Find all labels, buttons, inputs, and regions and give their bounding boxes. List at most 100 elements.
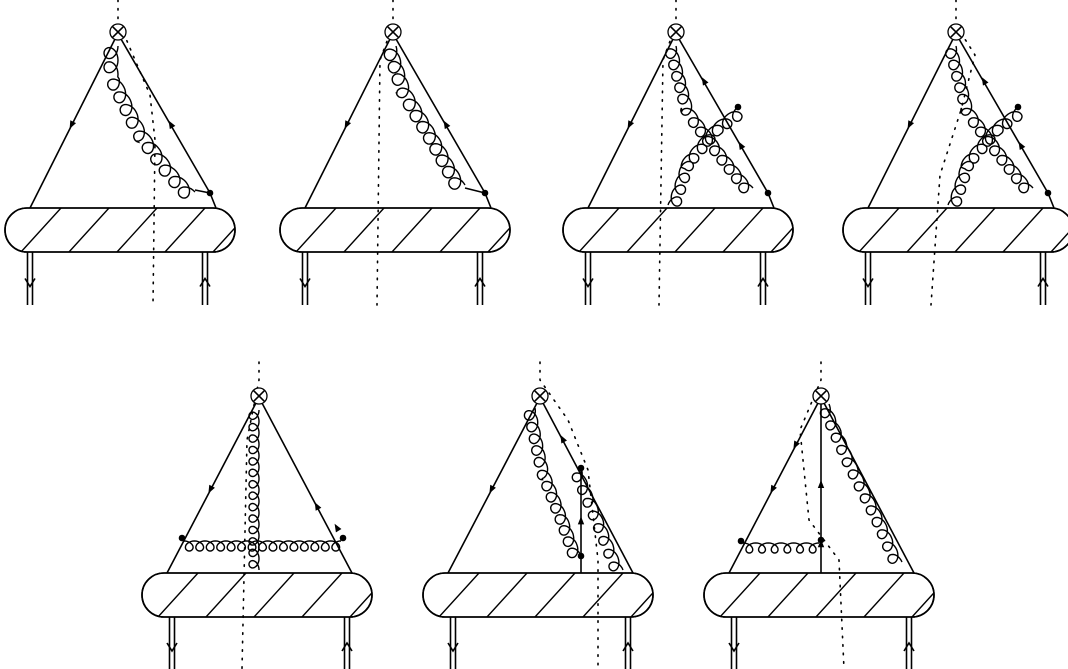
hadron-blob: [279, 207, 511, 253]
cut-line: [930, 0, 976, 306]
hatch-line: [295, 208, 337, 252]
cut-line: [799, 361, 845, 669]
hatch-line: [630, 573, 653, 617]
hatch-line: [68, 208, 110, 252]
hatch-line: [911, 573, 934, 617]
arrow-up-icon: [199, 276, 211, 287]
arrow-up-icon: [1037, 276, 1049, 287]
arrow-up-icon: [757, 276, 769, 287]
hatch-line: [770, 208, 793, 252]
arrow-icon: [738, 141, 746, 151]
hatch-line: [164, 208, 206, 252]
gluon-line: [383, 45, 466, 190]
diagram-7: [703, 361, 1000, 669]
arrow-down-icon: [447, 642, 459, 653]
hatch-line: [906, 208, 948, 252]
hadron-blob: [4, 207, 236, 253]
hatch-line: [439, 208, 481, 252]
operator-cross-stroke: [111, 25, 125, 39]
quark-line: [261, 402, 353, 574]
gluon-line: [571, 467, 624, 572]
arrow-icon: [1018, 141, 1026, 151]
cut-line: [117, 0, 156, 306]
hadron-blob: [703, 572, 1000, 618]
hatch-line: [116, 208, 158, 252]
arrow-icon: [907, 120, 915, 129]
hadron-blob-border: [279, 207, 511, 253]
hadron-blob-outline: [703, 572, 935, 618]
hatch-line: [1002, 208, 1044, 252]
vertex-dot: [206, 189, 214, 197]
vertex-dot: [339, 534, 347, 542]
hatch-line: [674, 208, 716, 252]
arrow-icon: [793, 440, 800, 450]
cut-line: [241, 361, 260, 669]
cut-line: [376, 0, 394, 306]
vertex-dot: [817, 536, 825, 544]
hatch-line: [301, 573, 343, 617]
hatch-line: [863, 573, 905, 617]
cut-line: [539, 361, 599, 669]
arrow-down-icon: [24, 278, 36, 289]
hatch-line: [157, 573, 199, 617]
hadron-blob: [562, 207, 794, 253]
arrow-icon: [168, 120, 176, 130]
arrow-icon: [627, 120, 635, 129]
hadron-blob-outline: [422, 572, 654, 618]
vertex-dot: [481, 189, 489, 197]
hadron-blob-border: [141, 572, 373, 618]
external-legs: [582, 252, 769, 305]
gluon-line: [947, 106, 1023, 207]
hadron-blob-outline: [4, 207, 236, 253]
arrow-icon: [817, 480, 825, 489]
hatch-line: [626, 208, 668, 252]
arrow-down-icon: [299, 278, 311, 289]
diagram-4: [842, 0, 1068, 306]
arrow-icon: [334, 523, 342, 533]
external-legs: [24, 252, 211, 305]
arrow-icon: [69, 120, 77, 129]
vertex-dot: [1044, 189, 1052, 197]
arrow-icon: [560, 434, 568, 444]
hatch-line: [20, 208, 62, 252]
diagram-3: [562, 0, 794, 306]
cut-line: [658, 0, 677, 306]
gluon-line: [944, 45, 1034, 194]
vertex-dot: [737, 537, 745, 545]
hadron-blob-outline: [842, 207, 1068, 253]
arrow-up-icon: [474, 276, 486, 287]
operator-cross-stroke: [669, 25, 683, 39]
hadron-blob-outline: [562, 207, 794, 253]
arrow-icon: [981, 77, 989, 86]
arrow-icon: [770, 484, 777, 494]
arrow-up-icon: [341, 641, 353, 652]
hatch-line: [253, 573, 295, 617]
hatch-line: [343, 208, 385, 252]
hatch-line: [719, 573, 761, 617]
hatch-line: [212, 208, 235, 252]
gluon-line: [667, 106, 743, 207]
gluon-line: [248, 409, 260, 571]
quark-line: [958, 38, 1049, 194]
hatch-line: [960, 573, 1000, 617]
hatch-line: [349, 573, 372, 617]
gluon-line: [103, 45, 196, 199]
hatch-line: [438, 573, 480, 617]
quark-line: [464, 187, 486, 194]
external-legs: [299, 252, 486, 305]
arrow-icon: [443, 120, 451, 130]
gluon-line: [742, 542, 820, 554]
hatch-line: [582, 573, 624, 617]
diagram-2: [279, 0, 511, 306]
hadron-blob-border: [4, 207, 236, 253]
hadron-blob: [422, 572, 654, 618]
operator-cross-stroke: [814, 389, 828, 403]
hatch-line: [858, 208, 900, 252]
hadron-blob-outline: [141, 572, 373, 618]
diagram-6: [422, 361, 654, 669]
hatch-line: [767, 573, 809, 617]
vertex-dot: [764, 189, 772, 197]
quark-line: [823, 402, 915, 574]
operator-cross-stroke: [252, 389, 266, 403]
